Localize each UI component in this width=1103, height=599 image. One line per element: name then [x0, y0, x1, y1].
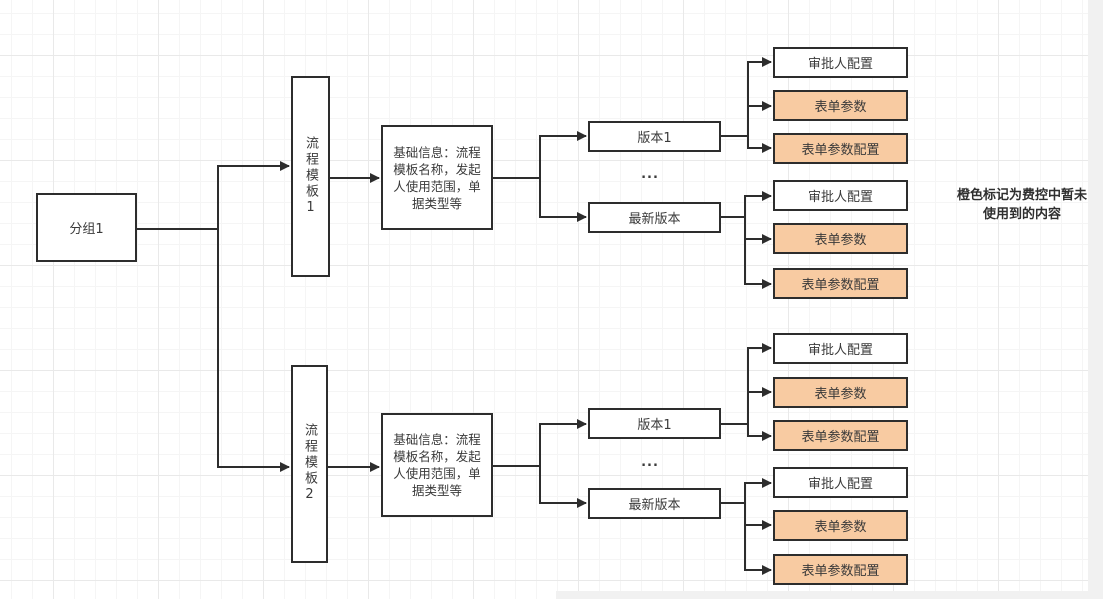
- node-form-params-config-1[interactable]: 表单参数配置: [773, 133, 908, 164]
- node-form-params-3[interactable]: 表单参数: [773, 377, 908, 408]
- node-form-params-config-2[interactable]: 表单参数配置: [773, 268, 908, 299]
- node-form-params-4[interactable]: 表单参数: [773, 510, 908, 541]
- node-form-params-config-4[interactable]: 表单参数配置: [773, 554, 908, 585]
- node-form-params-config-3[interactable]: 表单参数配置: [773, 420, 908, 451]
- node-version1-bottom[interactable]: 版本1: [588, 408, 721, 439]
- node-form-params-1[interactable]: 表单参数: [773, 90, 908, 121]
- canvas-bottom-margin: [556, 591, 1103, 599]
- node-approver-config-4[interactable]: 审批人配置: [773, 467, 908, 498]
- node-basic-info-2[interactable]: 基础信息：流程模板名称，发起人使用范围，单据类型等: [381, 413, 493, 517]
- orange-legend-note[interactable]: 橙色标记为费控中暂未使用到的内容: [956, 188, 1087, 222]
- node-basic-info-1[interactable]: 基础信息：流程模板名称，发起人使用范围，单据类型等: [381, 125, 493, 230]
- node-approver-config-1[interactable]: 审批人配置: [773, 47, 908, 78]
- node-form-params-2[interactable]: 表单参数: [773, 223, 908, 254]
- canvas-right-margin: [1088, 0, 1103, 599]
- node-latest-version-top[interactable]: 最新版本: [588, 202, 721, 233]
- node-approver-config-3[interactable]: 审批人配置: [773, 333, 908, 364]
- node-approver-config-2[interactable]: 审批人配置: [773, 180, 908, 211]
- node-version1-top[interactable]: 版本1: [588, 121, 721, 152]
- node-latest-version-bottom[interactable]: 最新版本: [588, 488, 721, 519]
- ellipsis-top[interactable]: ...: [641, 167, 659, 182]
- ellipsis-bottom[interactable]: ...: [641, 455, 659, 470]
- node-group1[interactable]: 分组1: [36, 193, 137, 262]
- node-template1[interactable]: 流程模板1: [291, 76, 330, 277]
- node-template2[interactable]: 流程模板2: [291, 365, 328, 563]
